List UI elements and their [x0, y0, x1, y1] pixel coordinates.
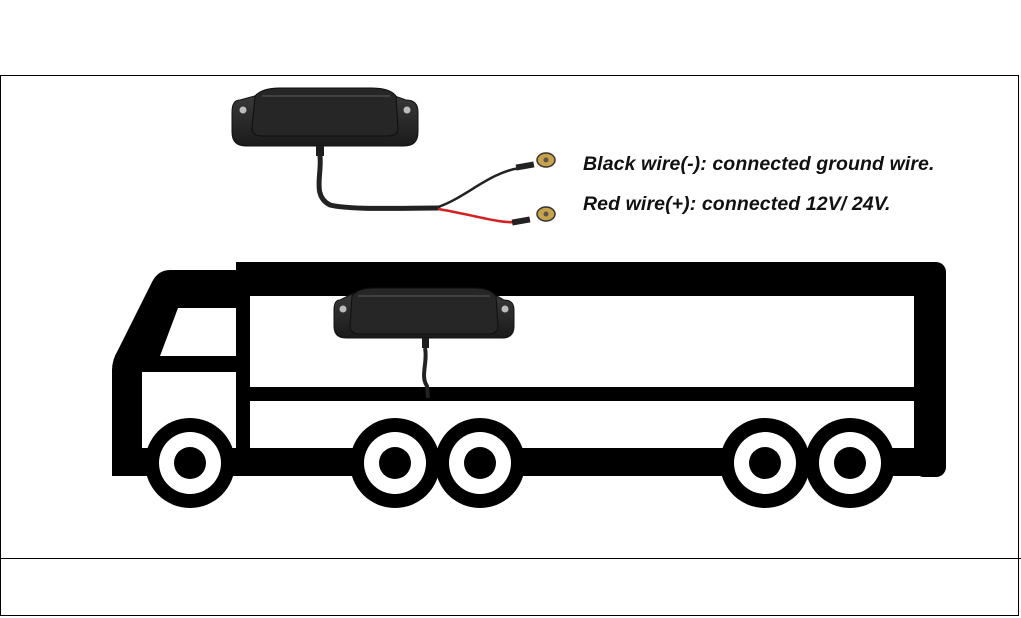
wheel-icon [350, 418, 440, 508]
wheel-icon [435, 418, 525, 508]
wheel-icon [805, 418, 895, 508]
wire-harness-icon [319, 153, 555, 226]
mounted-gps-tracker-device-icon [334, 288, 514, 398]
red-wire-caption: Red wire(+): connected 12V/ 24V. [583, 193, 891, 216]
gps-tracker-device-icon [232, 88, 418, 156]
wheel-icon [145, 418, 235, 508]
wheel-icon [720, 418, 810, 508]
black-wire-caption: Black wire(-): connected ground wire. [583, 153, 935, 176]
